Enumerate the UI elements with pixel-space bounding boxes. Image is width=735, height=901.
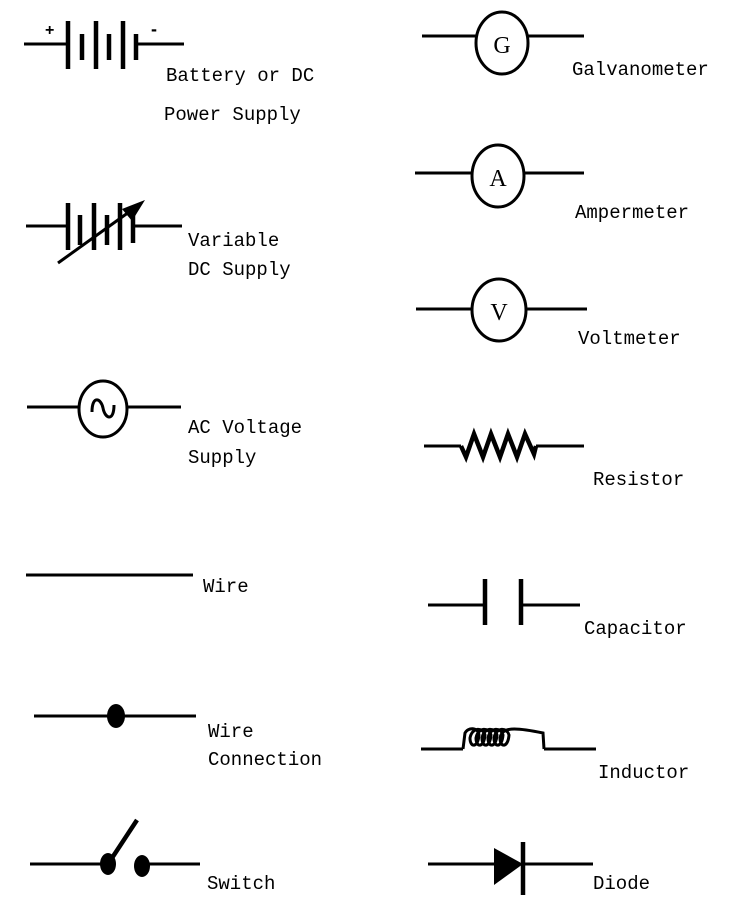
inductor-label: Inductor bbox=[598, 762, 690, 784]
battery-label-line1: Battery or DC bbox=[166, 65, 315, 87]
galvanometer-letter: G bbox=[493, 33, 510, 59]
ac-supply-symbol bbox=[27, 379, 181, 439]
wire-connection-label-line2: Connection bbox=[208, 749, 323, 771]
diode-symbol bbox=[428, 842, 593, 895]
capacitor-symbol bbox=[428, 579, 580, 625]
ac-supply-label-line1: AC Voltage bbox=[188, 417, 303, 439]
diode-label: Diode bbox=[593, 873, 651, 895]
switch-symbol bbox=[30, 818, 200, 877]
galvanometer-label: Galvanometer bbox=[572, 59, 709, 81]
voltmeter-symbol: V bbox=[416, 277, 587, 343]
variable-dc-label-line2: DC Supply bbox=[188, 259, 291, 281]
switch-label: Switch bbox=[207, 873, 276, 895]
voltmeter-label: Voltmeter bbox=[578, 328, 681, 350]
wire-connection-label-line1: Wire bbox=[208, 721, 254, 743]
voltmeter-letter: V bbox=[490, 300, 508, 326]
ammeter-letter: A bbox=[489, 166, 507, 192]
plus-sign: + bbox=[45, 22, 54, 39]
ammeter-label: Ampermeter bbox=[575, 202, 690, 224]
ac-supply-label-line2: Supply bbox=[188, 447, 257, 469]
variable-dc-symbol bbox=[26, 200, 182, 265]
capacitor-label: Capacitor bbox=[584, 618, 687, 640]
battery-label-line2: Power Supply bbox=[164, 104, 301, 126]
inductor-symbol bbox=[421, 727, 596, 751]
wire-connection-symbol bbox=[34, 704, 196, 728]
minus-sign: - bbox=[151, 19, 157, 39]
wire-label: Wire bbox=[203, 576, 249, 598]
variable-dc-label-line1: Variable bbox=[188, 230, 280, 252]
galvanometer-symbol: G bbox=[422, 10, 584, 76]
resistor-label: Resistor bbox=[593, 469, 685, 491]
resistor-symbol bbox=[424, 427, 584, 464]
battery-symbol: + - bbox=[24, 19, 184, 69]
ammeter-symbol: A bbox=[415, 143, 584, 209]
